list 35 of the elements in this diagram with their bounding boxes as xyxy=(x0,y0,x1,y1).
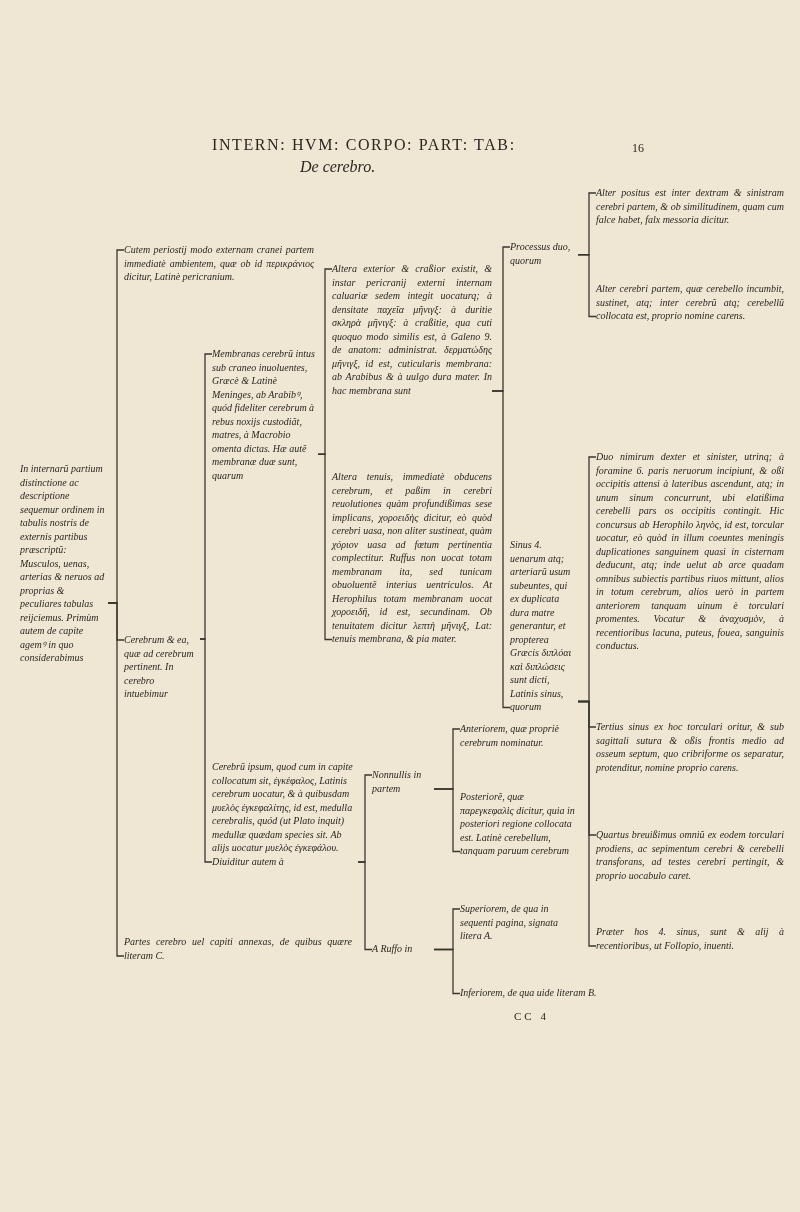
entry-text: Præter hos 4. sinus, sunt & alij à recentioribus, ut Follopio, inuenti. xyxy=(596,925,784,952)
entry-text: Superiorem, de qua in sequenti pagina, signata litera A. xyxy=(460,902,578,943)
bracket-line xyxy=(199,638,213,863)
entry-text: Cerebrũ ipsum, quod cum in capite collocatum sit, ἐγκέφαλος, Latinis cerebrum uocatur, & à quibusdam μυελὸς ἐγκεφαλίτης, id est, medulla cerebralis, quód (ut Plato inquit) medullæ quædam species sit. Ab alijs uocatur μυελὸς ἐγκεφάλου. Diuiditur autem à xyxy=(212,760,358,868)
entry-text: Inferiorem, de qua uide literam B. xyxy=(460,986,640,1000)
entry-text: Posteriorẽ, quæ παρεγκεφαλὶς dicitur, quia in posteriori regione collocata est. Latinè cerebellum, tanquam paruum cerebrum xyxy=(460,790,578,858)
signature-mark: CC 4 xyxy=(514,1010,549,1022)
entry-text: Duo nimirum dexter et sinister, utrinq; à foramine 6. paris neruorum incipiunt, & oßi occipitis attensi à lateribus ascendunt, atq; in unum sinum concurrunt, ubi elatißima cerebelli pars os occipitis contingit. Hic concursus ab Herophilo ληνὸς, id est, torcular uocatur, eò quòd in illum coeuntes meningis duplicationes sanguinem quasi in cisternam deducunt, atq; inde uelut ab arce quadam omnibus subiectis partibus riuos mittunt, alios in totum cerebrum, alios uerò in partem anteriorem tanquam uinum è torculari promentes. Vocatur & ἀναχυσμὸν, à recentioribus lacuna, puteus, fouea, sanguinis conductus. xyxy=(596,450,784,653)
entry-text: Nonnullis in partem xyxy=(372,768,434,795)
page-title: INTERN: HVM: CORPO: PART: TAB: xyxy=(212,136,516,154)
bracket-line xyxy=(317,453,333,641)
entry-text: Tertius sinus ex hoc torculari oritur, & sub sagittali sutura & oßis frontis medio ad osseum septum, quo cribriforme os separatur, protenditur, nomine proprio carens. xyxy=(596,720,784,774)
entry-text: Alter positus est inter dextram & sinistram cerebri partem, & ob similitudinem, quam cum falce habet, falx messoria dicitur. xyxy=(596,186,784,227)
entry-text: Altera exterior & craßior existit, & instar pericranij externi internam caluariæ sedem integit uocaturq; à densitate παχεῖα μῆνιγξ: à duritie σκληρὰ μῆνιγξ: à craßitie, qua cuti quoquo modo similis est, à Galeno 9. de anatom: administrat. δερματώδης μῆνιγξ, id est, cuticularis membrana: ab Arabibus & à uulgo dura mater. In hac membrana sunt xyxy=(332,262,492,397)
entry-text: Alter cerebri partem, quæ cerebello incumbit, sustinet, atq; inter cerebrũ atq; cerebellũ collocata est, proprio nomine carens. xyxy=(596,282,784,323)
subtitle: De cerebro. xyxy=(300,158,376,176)
entry-text: Cerebrum & ea, quæ ad cerebrum pertinent. In cerebro intuebimur xyxy=(124,633,200,701)
entry-text: Anteriorem, quæ propriè cerebrum nominatur. xyxy=(460,722,578,749)
entry-text: A Ruffo in xyxy=(372,942,434,956)
bracket-line xyxy=(577,254,597,318)
bracket-line xyxy=(433,948,461,995)
bracket-line xyxy=(357,861,373,951)
entry-text: Sinus 4. uenarum atq; arteriarũ usum subeuntes, qui ex duplicata dura matre generantur, et propterea Græcis διπλόαι καὶ διπλώσεις sunt dicti, Latinis sinus, quorum xyxy=(510,538,578,714)
bracket-line xyxy=(577,700,597,947)
bracket-line xyxy=(107,602,125,957)
page-number: 16 xyxy=(632,141,644,156)
bracket-line xyxy=(433,788,461,853)
bracket-line xyxy=(491,390,511,709)
entry-text: Partes cerebro uel capiti annexas, de quibus quære literam C. xyxy=(124,935,352,962)
entry-text: Quartus breuißimus omniũ ex eodem torculari prodiens, ac sepimentum cerebri & cerebelli transforans, ad testes cerebri pertingit, & proprio uocabulo caret. xyxy=(596,828,784,882)
entry-text: Processus duo, quorum xyxy=(510,240,578,267)
entry-text: In internarũ partium distinctione ac descriptione sequemur ordinem in tabulis nostris de externis partibus præscriptũ: Musculos, uenas, arterias & neruos ad proprias & peculiares tabulas reijciemus. Primùm autem de capite agemꝰ in quo considerabimus xyxy=(20,462,108,665)
entry-text: Membranas cerebrũ intus sub craneo inuoluentes, Græcè & Latinè Meninges, ab Arabibꝰ, quód fideliter cerebrum à rebus noxijs custodiãt, matres, à Macrobio omenta dictas. Hæ autẽ membranæ duæ sunt, quarum xyxy=(212,347,318,482)
entry-text: Altera tenuis, immediatè obducens cerebrum, et paßim in cerebri reuolutiones quàm profundißimas sese implicans, χοροειδὴς dicitur, eò quòd cerebri uasa, non aliter sustineat, quàm χόριον uasa ad fœtum pertinentia complectitur. Ruffus non uocat totam membranam ita, sed tunicam obuoluentẽ interius uentriculos. At Herophilus totam membranam uocat χοροειδῆ, id est, secundinam. Ob tenuitatem dicitur λεπτὴ μῆνιγξ, Lat: tenuis membrana, & pia mater. xyxy=(332,470,492,646)
entry-text: Cutem periostij modo externam cranei partem immediatè ambientem, quæ ob id περικράνιος dicitur, Latinè pericranium. xyxy=(124,243,314,284)
